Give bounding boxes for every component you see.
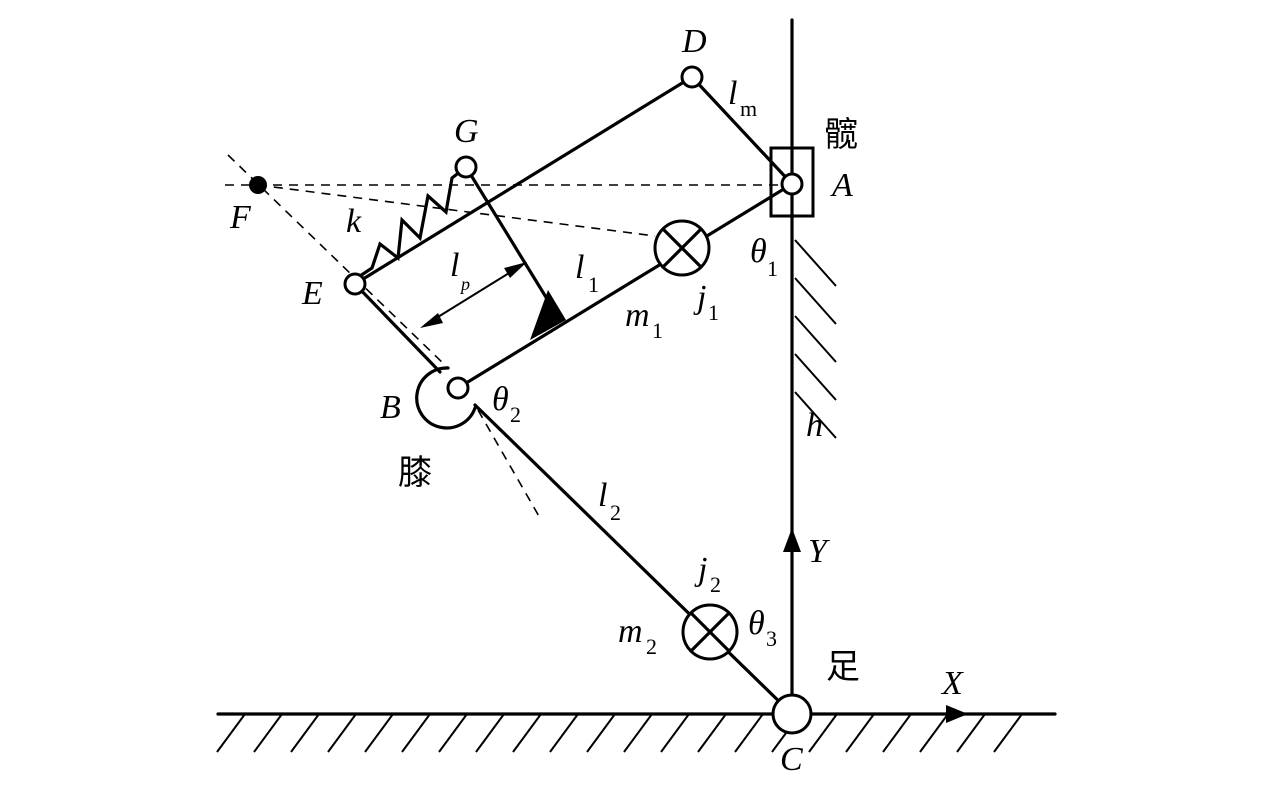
ground-hatch-line bbox=[364, 713, 394, 753]
label-D: D bbox=[681, 23, 707, 60]
ground bbox=[216, 712, 1057, 753]
ground-hatch-line bbox=[845, 713, 875, 753]
label-F: F bbox=[229, 199, 252, 236]
lp-dimension bbox=[420, 262, 527, 328]
label-theta2: θ bbox=[492, 381, 509, 418]
link-lm bbox=[690, 75, 794, 186]
knee-arc bbox=[415, 366, 477, 430]
ground-hatch-line bbox=[882, 713, 912, 753]
ground-hatch-line bbox=[956, 713, 986, 753]
pivot-wedge bbox=[530, 290, 566, 340]
label-l1-sub: 1 bbox=[588, 272, 599, 297]
ground-hatch-line bbox=[290, 713, 320, 753]
wall-hatch-line bbox=[794, 353, 837, 401]
label-lm: l bbox=[728, 75, 737, 112]
label-h: h bbox=[806, 407, 823, 444]
ground-hatch-line bbox=[475, 713, 505, 753]
dashed-lines bbox=[225, 154, 792, 519]
ground-hatch-line bbox=[512, 713, 542, 753]
ground-hatch-line bbox=[623, 713, 653, 753]
label-lm-sub: m bbox=[740, 96, 757, 121]
label-l2: l bbox=[598, 477, 607, 514]
ground-hatch-line bbox=[734, 713, 764, 753]
label-j2-sub: 2 bbox=[710, 572, 721, 597]
joint-C bbox=[771, 693, 813, 735]
label-foot: 足 bbox=[826, 647, 860, 687]
label-B: B bbox=[380, 389, 401, 426]
ground-hatch-line bbox=[327, 713, 357, 753]
joint-G bbox=[454, 155, 478, 179]
label-C: C bbox=[780, 741, 803, 778]
wall-hatch-line bbox=[794, 277, 837, 325]
ground-hatch-line bbox=[660, 713, 690, 753]
label-m2: m bbox=[618, 613, 643, 650]
label-m1-sub: 1 bbox=[652, 318, 663, 343]
hip-slider bbox=[769, 146, 815, 218]
link-EB bbox=[353, 282, 442, 374]
label-j1-sub: 1 bbox=[708, 300, 719, 325]
link-l2 bbox=[473, 403, 794, 716]
label-y-axis: Y bbox=[808, 533, 830, 570]
label-theta3: θ bbox=[748, 605, 765, 642]
label-j1: j bbox=[693, 279, 706, 316]
ground-hatch-line bbox=[549, 713, 579, 753]
joint-A bbox=[780, 172, 804, 196]
label-l2-sub: 2 bbox=[610, 500, 621, 525]
x-axis-arrow bbox=[946, 705, 968, 723]
label-lp-sub: p bbox=[459, 274, 470, 294]
label-G: G bbox=[454, 113, 479, 150]
ground-hatch-line bbox=[586, 713, 616, 753]
point-F bbox=[249, 176, 267, 194]
link-G bbox=[464, 165, 562, 322]
label-l1: l bbox=[575, 249, 584, 286]
vertical-wall bbox=[790, 18, 837, 697]
joint-B bbox=[446, 376, 470, 400]
label-A: A bbox=[830, 167, 853, 204]
wall-hatch-line bbox=[794, 391, 837, 439]
label-theta2-sub: 2 bbox=[510, 402, 521, 427]
ground-hatch-line bbox=[993, 713, 1023, 753]
label-theta3-sub: 3 bbox=[766, 626, 777, 651]
link-l1 bbox=[456, 182, 794, 390]
ground-hatch-line bbox=[808, 713, 838, 753]
wall-hatch-line bbox=[794, 315, 837, 363]
label-knee: 膝 bbox=[398, 453, 432, 493]
y-axis-arrow bbox=[783, 528, 801, 552]
joint-E bbox=[343, 272, 367, 296]
ground-hatch-line bbox=[216, 713, 246, 753]
label-x-axis: X bbox=[940, 665, 964, 702]
label-m1: m bbox=[625, 297, 650, 334]
wall-hatch-line bbox=[794, 239, 837, 287]
label-lp: l bbox=[450, 247, 459, 284]
ground-hatch-line bbox=[401, 713, 431, 753]
links bbox=[353, 75, 794, 716]
ground-hatch-line bbox=[253, 713, 283, 753]
mass-m2 bbox=[681, 603, 739, 661]
spring-k bbox=[358, 165, 468, 278]
mass-m1 bbox=[653, 219, 711, 277]
joint-D bbox=[680, 65, 704, 89]
label-j2: j bbox=[694, 551, 707, 588]
label-m2-sub: 2 bbox=[646, 634, 657, 659]
label-theta1-sub: 1 bbox=[767, 256, 778, 281]
label-theta1: θ bbox=[750, 233, 767, 270]
ground-hatch-line bbox=[919, 713, 949, 753]
label-hip: 髋 bbox=[824, 115, 858, 155]
label-E: E bbox=[301, 275, 323, 312]
ground-hatch-line bbox=[438, 713, 468, 753]
ground-hatch-line bbox=[697, 713, 727, 753]
label-k: k bbox=[346, 203, 362, 240]
link-ED bbox=[353, 75, 694, 286]
